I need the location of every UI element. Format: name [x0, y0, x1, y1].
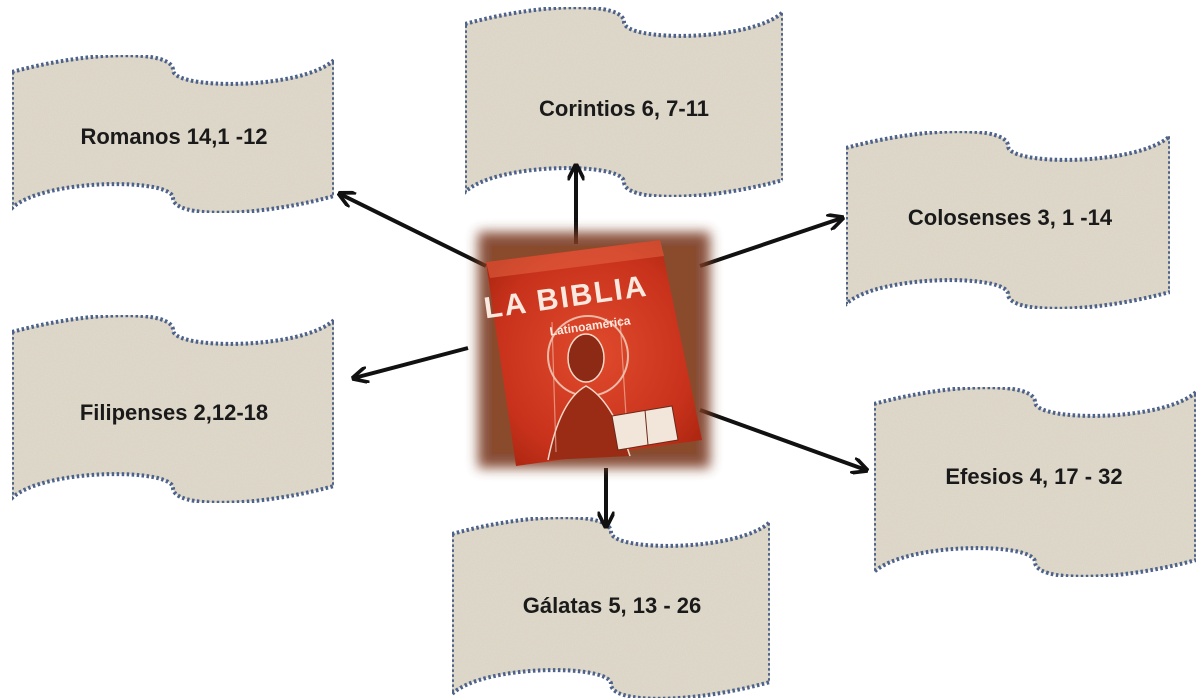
banner-colosenses: [844, 129, 1172, 311]
node-corintios-label: Corintios 6, 7-11: [539, 96, 709, 121]
node-colosenses-label: Colosenses 3, 1 -14: [907, 205, 1113, 230]
bible-cover-image: [478, 232, 710, 468]
banner-efesios: [872, 385, 1198, 579]
banner-filipenses: [10, 313, 336, 505]
banner-romanos: [10, 53, 336, 215]
arrow-to-romanos: [340, 194, 487, 268]
arrow-to-filipenses: [354, 346, 469, 378]
banner-galatas: [450, 515, 772, 698]
node-efesios-label: Efesios 4, 17 - 32: [945, 464, 1123, 489]
arrow-to-efesios: [699, 408, 866, 470]
arrow-to-colosenses: [699, 218, 842, 268]
arrow-group: [340, 166, 866, 526]
node-romanos-label: Romanos 14,1 -12: [80, 124, 268, 149]
banner-corintios: [463, 5, 785, 199]
node-filipenses-label: Filipenses 2,12-18: [79, 400, 269, 425]
node-galatas-label: Gálatas 5, 13 - 26: [522, 593, 702, 618]
banner-group: [10, 5, 1198, 698]
